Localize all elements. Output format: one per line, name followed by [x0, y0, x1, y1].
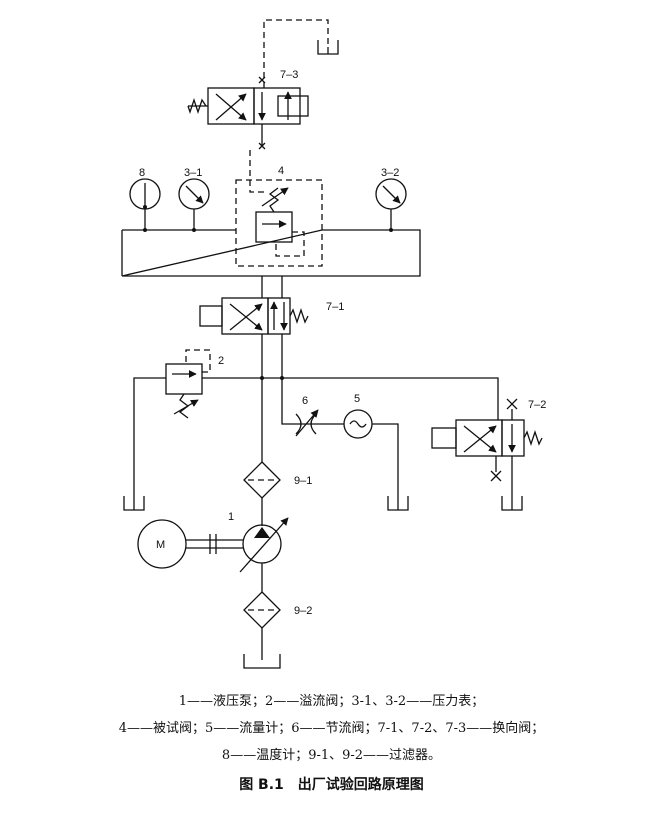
top-tank [317, 40, 339, 55]
label-3-2: 3–2 [381, 167, 399, 179]
relief-return-line [133, 377, 166, 498]
tank-bottom [243, 654, 281, 669]
label-8: 8 [139, 167, 145, 179]
pilot-line-7-3-to-valve-4 [249, 150, 268, 193]
label-1: 1 [228, 511, 234, 523]
label-3-1: 3–1 [184, 167, 202, 179]
thermometer-8 [129, 178, 161, 232]
label-6: 6 [302, 395, 308, 407]
legend-line-3: 8——温度计；9-1、9-2——过滤器。 [221, 748, 442, 763]
directional-valve-7-3 [187, 76, 309, 150]
filter-9-1 [243, 461, 281, 499]
flowmeter-return-line [372, 423, 399, 498]
tank-right [501, 496, 523, 511]
legend: 1——液压泵；2——溢流阀；3-1、3-2——压力表； 4——被试阀；5——流量… [0, 688, 663, 769]
hydraulic-circuit-diagram: 7–3 4 8 3–1 3–2 [121, 19, 546, 669]
pressure-gauge-3-2 [375, 178, 407, 232]
directional-valve-7-2 [431, 398, 543, 498]
label-7-3: 7–3 [280, 69, 298, 81]
label-4: 4 [278, 165, 284, 177]
motor-label: M [156, 539, 165, 551]
throttle-valve-6 [295, 409, 319, 437]
coupling-shaft [186, 534, 243, 554]
label-7-1: 7–1 [326, 301, 344, 313]
hydraulic-pump-1 [239, 517, 289, 573]
line-to-7-2 [282, 377, 499, 420]
label-7-2: 7–2 [528, 399, 546, 411]
legend-line-2: 4——被试阀；5——流量计；6——节流阀；7-1、7-2、7-3——换向阀； [118, 721, 545, 736]
tank-left [123, 496, 145, 511]
tested-valve-4 [255, 187, 305, 257]
filter-9-2 [243, 591, 281, 629]
label-5: 5 [354, 393, 360, 405]
legend-line-1: 1——液压泵；2——溢流阀；3-1、3-2——压力表； [178, 694, 485, 709]
figure-caption: 图 B.1 出厂试验回路原理图 [239, 777, 424, 793]
electric-motor: M [137, 519, 187, 569]
label-9-1: 9–1 [294, 475, 312, 487]
tested-valve-boundary [235, 179, 323, 267]
flowmeter-5 [343, 409, 373, 439]
relief-valve-2 [165, 349, 211, 419]
pressure-manifold [121, 229, 421, 277]
pressure-gauge-3-1 [178, 178, 210, 232]
label-2: 2 [218, 355, 224, 367]
label-9-2: 9–2 [294, 605, 312, 617]
tank-middle [387, 496, 409, 511]
line-to-throttle [281, 378, 344, 425]
directional-valve-7-1 [199, 297, 309, 335]
pilot-line-to-top-tank [263, 19, 329, 88]
